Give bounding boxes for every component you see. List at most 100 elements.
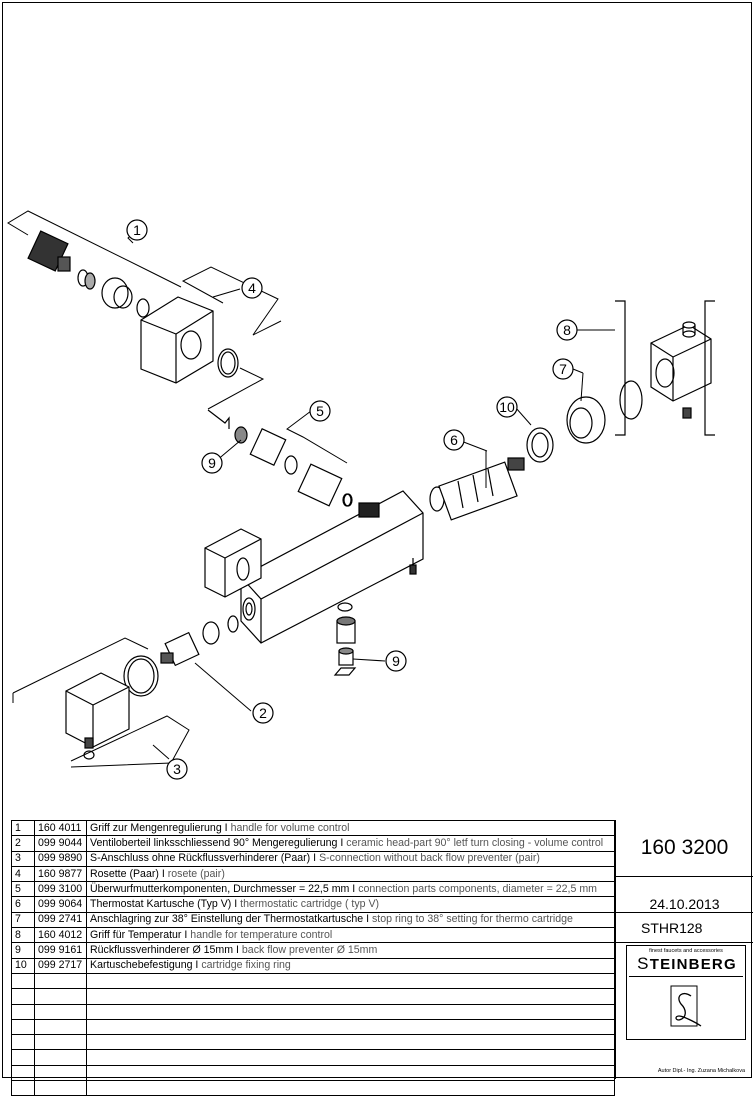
empty-cell xyxy=(11,1018,35,1036)
part-description-de: Thermostat Kartusche (Typ V) I xyxy=(90,898,238,911)
empty-cell xyxy=(11,972,35,990)
part-number: 099 9044 xyxy=(34,835,87,852)
part-description-en: thermostatic cartridge ( typ V) xyxy=(240,898,380,911)
part-description-en: stop ring to 38° setting for thermo cart… xyxy=(372,913,573,926)
part-description-en: ceramic head-part 90° letf turn closing … xyxy=(346,836,604,849)
part-position: 8 xyxy=(11,927,35,944)
empty-cell xyxy=(86,972,615,990)
empty-cell xyxy=(34,1018,87,1036)
part-description: Anschlagring zur 38° Einstellung der The… xyxy=(86,911,615,929)
connection-parts xyxy=(207,409,353,507)
svg-text:9: 9 xyxy=(208,455,216,471)
mixer-body xyxy=(204,490,424,644)
fixing-and-stop-ring xyxy=(526,380,643,463)
part-number: 160 4011 xyxy=(34,819,87,837)
parts-row-empty xyxy=(11,988,615,1005)
leader-lines xyxy=(7,210,615,768)
parts-row-empty xyxy=(11,1003,615,1020)
part-number: 099 9064 xyxy=(34,896,87,913)
empty-cell xyxy=(34,1064,87,1082)
parts-row-empty xyxy=(11,1080,615,1096)
part-position: 6 xyxy=(11,896,35,913)
empty-cell xyxy=(86,1003,615,1020)
empty-cell xyxy=(11,1064,35,1082)
part-description: Ventiloberteil linksschliessend 90° Meng… xyxy=(86,835,615,852)
brand-name: STEINBERG xyxy=(637,954,737,973)
callout-5: 5 xyxy=(309,400,331,422)
part-position: 1 xyxy=(11,819,35,837)
part-description-de: Griff für Temperatur I xyxy=(90,928,188,941)
empty-cell xyxy=(34,972,87,990)
part-position: 3 xyxy=(11,850,35,867)
empty-cell xyxy=(86,1018,615,1036)
empty-cell xyxy=(11,1049,35,1066)
steinberg-s-mark-icon xyxy=(670,985,702,1027)
svg-text:2: 2 xyxy=(259,705,267,721)
part-description-en: handle for volume control xyxy=(230,821,350,834)
temperature-handle xyxy=(615,300,715,436)
callout-1: 3 xyxy=(166,758,188,780)
part-description-de: Anschlagring zur 38° Einstellung der The… xyxy=(90,913,370,926)
part-position: 9 xyxy=(11,942,35,959)
part-description-de: Rückflussverhinderer Ø 15mm I xyxy=(90,944,239,957)
empty-cell xyxy=(11,1080,35,1096)
parts-row-empty xyxy=(11,972,615,990)
part-description-en: S-connection without back flow preventer… xyxy=(319,852,540,865)
rosette-top xyxy=(140,296,239,384)
empty-cell xyxy=(34,1003,87,1020)
part-description: Griff zur Mengenregulierung I handle for… xyxy=(86,819,615,837)
part-description: Kartuschebefestigung I cartridge fixing … xyxy=(86,957,615,974)
callout-6: 6 xyxy=(443,429,465,451)
svg-text:3: 3 xyxy=(173,761,181,777)
part-number: 099 9890 xyxy=(34,850,87,867)
callout-4: 4 xyxy=(241,277,263,299)
empty-cell xyxy=(34,1049,87,1066)
model-code: STHR128 xyxy=(616,913,753,943)
svg-text:5: 5 xyxy=(316,403,324,419)
part-description-de: Griff zur Mengenregulierung I xyxy=(90,821,228,834)
author-credit: Autor Dipl.- Ing. Zuzana Michalkova xyxy=(657,1068,745,1074)
empty-cell xyxy=(86,1034,615,1051)
parts-row-empty xyxy=(11,1049,615,1066)
empty-cell xyxy=(34,1080,87,1096)
part-description-en: cartridge fixing ring xyxy=(201,959,291,972)
part-position: 10 xyxy=(11,957,35,974)
drawing-date: 24.10.2013 xyxy=(616,876,753,913)
part-position: 7 xyxy=(11,911,35,929)
part-description: Thermostat Kartusche (Typ V) I thermosta… xyxy=(86,896,615,913)
empty-cell xyxy=(11,1003,35,1020)
part-description-en: rosete (pair) xyxy=(167,867,225,880)
part-position: 4 xyxy=(11,865,35,883)
part-position: 5 xyxy=(11,881,35,898)
part-description: Rückflussverhinderer Ø 15mm I back flow … xyxy=(86,942,615,959)
callout-10: 10 xyxy=(496,396,518,418)
svg-text:10: 10 xyxy=(499,399,515,415)
parts-row-empty xyxy=(11,1034,615,1051)
part-number: 099 2741 xyxy=(34,911,87,929)
empty-cell xyxy=(86,1064,615,1082)
part-description-de: S-Anschluss ohne Rückflussverhinderer (P… xyxy=(90,852,317,865)
part-description-en: back flow preventer Ø 15mm xyxy=(241,944,378,957)
title-block: 160 3200 24.10.2013 STHR128 finest fauce… xyxy=(615,820,753,1079)
svg-text:1: 1 xyxy=(133,222,141,238)
volume-handle xyxy=(65,672,130,760)
part-description-en: handle for temperature control xyxy=(190,928,333,941)
part-number: 099 9161 xyxy=(34,942,87,959)
part-description: Überwurfmutterkomponenten, Durchmesser =… xyxy=(86,881,615,898)
part-number: 099 3100 xyxy=(34,881,87,898)
exploded-view-drawing: 1 4 5 9 6 10 7 8 xyxy=(7,210,715,780)
s-connection xyxy=(27,230,150,318)
part-description-en: connection parts components, diameter = … xyxy=(358,882,597,895)
thermostat-cartridge xyxy=(429,457,525,521)
brand-tagline: finest faucets and accessories xyxy=(649,948,723,954)
